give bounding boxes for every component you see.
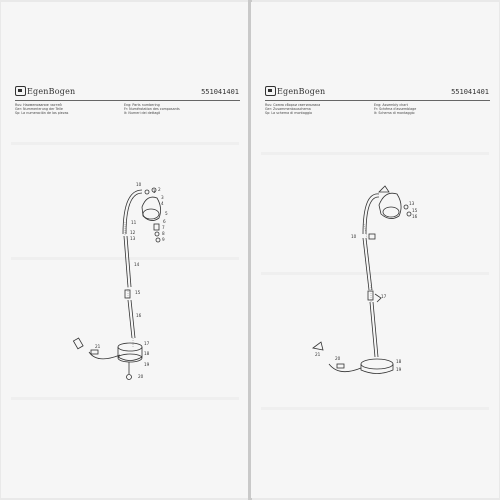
brand-logo: ЕgenBogen (15, 86, 75, 96)
assembly-diagram: 13 10 15 16 17 18 19 20 21 (312, 185, 418, 374)
part-label: 17 (381, 294, 387, 299)
lamp-shade (141, 196, 161, 221)
lower-pole (369, 301, 376, 358)
plug (72, 337, 84, 350)
plug (312, 341, 324, 351)
part-label: 8 (162, 231, 165, 236)
pole-coupling (124, 289, 131, 299)
part-label: 1 (153, 189, 156, 194)
page-gutter (248, 0, 252, 500)
caption-sp: Sp: La numeración de las piezas (15, 111, 69, 116)
part-label: 21 (95, 344, 101, 349)
part-label: 9 (162, 237, 165, 242)
part-label: 20 (138, 374, 144, 379)
caption-it: It: Numeri dei dettagli (124, 111, 161, 116)
brand-name: ЕgenBogen (27, 86, 76, 96)
caption-rus: Rus: Наименование частей (15, 103, 62, 107)
part-label: 10 (136, 182, 142, 187)
arm-coupling (368, 233, 376, 240)
part-label: 14 (134, 262, 140, 267)
bulb-part (403, 204, 409, 210)
caption-eng: Eng: Parts numbering (124, 103, 160, 107)
power-cable (88, 351, 121, 360)
shade-joint (144, 189, 150, 195)
logo-icon (15, 86, 26, 96)
right-page: ЕgenBogen 551041401 Rus: Схема сборки св… (251, 2, 499, 498)
lamp-shade (378, 192, 402, 219)
shade-cap (378, 185, 390, 193)
brand-name: ЕgenBogen (277, 86, 326, 96)
upper-pole (123, 235, 129, 288)
part-label: 7 (162, 225, 165, 230)
article-number: 551041401 (451, 88, 489, 96)
part-label: 19 (144, 362, 150, 367)
caption-eng: Eng: Assembly chart (374, 103, 408, 107)
part-label: 15 (135, 290, 141, 295)
caption-sp: Sp: La schema di montaggio (265, 111, 312, 116)
bulb-part-2 (406, 211, 412, 217)
part-label: 20 (335, 356, 341, 361)
pole-coupling (367, 290, 374, 301)
caption-rus: Rus: Схема сборки светильника (265, 103, 321, 107)
bulb-part (154, 231, 160, 237)
power-cable (328, 363, 362, 373)
part-label: 2 (158, 187, 161, 192)
bulb-part-2 (155, 237, 161, 243)
header-rule (15, 100, 240, 101)
part-label: 3 (161, 195, 164, 200)
base-bottom (117, 353, 143, 363)
part-label: 16 (412, 214, 418, 219)
shade-rim (142, 208, 160, 220)
logo-icon (265, 86, 276, 96)
part-label: 21 (315, 352, 321, 357)
part-label: 4 (161, 201, 164, 206)
upper-pole-edge (126, 235, 132, 288)
upper-pole-edge (365, 237, 373, 291)
caption-ger: Ger: Zusammenbauschema (265, 107, 311, 112)
part-label: 19 (396, 367, 402, 372)
brand-logo: ЕgenBogen (265, 86, 325, 96)
part-label: 12 (130, 230, 136, 235)
shade-knob (151, 187, 157, 193)
part-label: 18 (144, 351, 150, 356)
gooseneck-arm (122, 189, 143, 235)
bulb-holder (153, 223, 160, 231)
part-label: 17 (144, 341, 150, 346)
article-number: 551041401 (201, 88, 239, 96)
caption-it: It: Schema di montaggio (374, 111, 415, 116)
lower-pole-edge (372, 301, 379, 358)
base-body (360, 364, 394, 374)
header-rule (265, 100, 490, 101)
base-top (360, 358, 394, 370)
base-nut (126, 374, 132, 380)
part-label: 13 (409, 201, 415, 206)
caption-block: Rus: Схема сборки светильника Eng: Assem… (265, 103, 477, 115)
left-page: ЕgenBogen 551041401 Rus: Наименование ча… (1, 2, 249, 498)
part-label: 10 (351, 234, 357, 239)
gooseneck-arm (362, 193, 380, 235)
gooseneck-arm-inner (365, 196, 380, 235)
part-label: 11 (131, 220, 137, 225)
shade-rim (382, 206, 400, 218)
part-label: 5 (165, 211, 168, 216)
lower-pole (127, 299, 133, 339)
base-top (117, 342, 143, 352)
upper-pole (362, 237, 370, 291)
lower-pole-edge (130, 299, 136, 339)
caption-fr: Fr: Schéma d'assemblage (374, 107, 417, 112)
part-label: 6 (163, 219, 166, 224)
part-label: 15 (412, 208, 418, 213)
caption-fr: Fr: Numérotation des composants (124, 107, 180, 112)
gooseneck-arm-inner (125, 192, 143, 235)
switch (336, 363, 345, 369)
caption-block: Rus: Наименование частей Eng: Parts numb… (15, 103, 227, 115)
part-label: 13 (130, 236, 136, 241)
part-label: 16 (136, 313, 142, 318)
parts-diagram: 1 2 3 4 5 6 7 8 9 10 11 12 13 14 15 16 1… (72, 182, 168, 380)
coupling-arrow (374, 293, 382, 303)
caption-ger: Ger: Nummerierung der Teile (15, 107, 63, 112)
switch (90, 349, 99, 355)
part-label: 18 (396, 359, 402, 364)
